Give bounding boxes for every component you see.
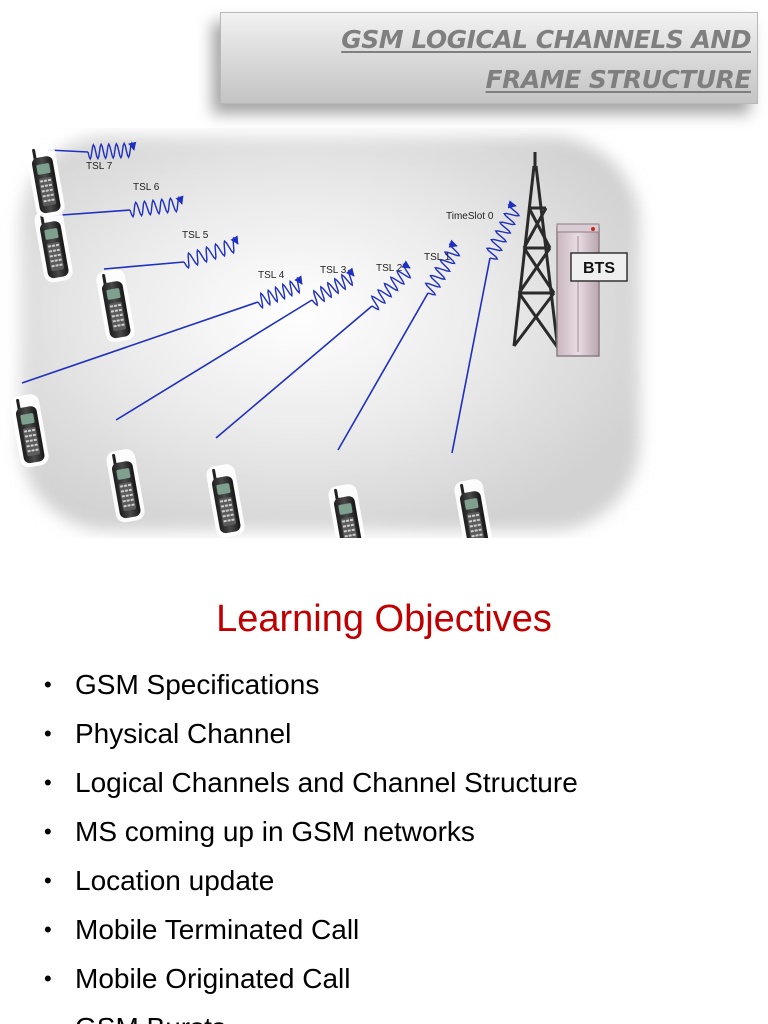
objectives-list: • GSM Specifications • Physical Channel • Log… — [44, 664, 578, 1024]
objective-text: Mobile Terminated Call — [75, 914, 360, 945]
timeslot-label: TSL 3 — [320, 265, 347, 276]
objective-item: • MS coming up in GSM networks — [44, 811, 578, 860]
objective-text: MS coming up in GSM networks — [75, 816, 475, 847]
bullet-icon: • — [44, 917, 52, 942]
objective-text: Logical Channels and Channel Structure — [75, 767, 578, 798]
objective-text: Location update — [75, 865, 275, 896]
signal-wave — [424, 239, 461, 296]
bullet-icon: • — [44, 819, 52, 844]
objective-item: • Mobile Terminated Call — [44, 909, 578, 958]
mobile-phone-icon — [10, 394, 49, 468]
title-banner: GSM LOGICAL CHANNELS AND FRAME STRUCTURE — [220, 12, 758, 104]
mobile-phone-icon — [206, 464, 245, 538]
signal-wave — [183, 235, 239, 270]
mobile-phone-icon — [328, 484, 367, 538]
signal-line — [337, 292, 429, 451]
bullet-icon: • — [44, 721, 52, 746]
signal-line — [215, 305, 373, 439]
mobile-phone-icon — [454, 479, 493, 538]
signal-line — [21, 301, 259, 384]
mobile-phone-icon — [96, 269, 135, 343]
objective-item: • Physical Channel — [44, 713, 578, 762]
section-heading: Learning Objectives — [216, 598, 552, 640]
bts-label-box: BTS — [570, 252, 628, 282]
mobile-stations — [10, 144, 493, 538]
objective-text: GSM Bursts — [75, 1012, 226, 1024]
title-line-2: FRAME STRUCTURE — [485, 65, 752, 94]
timeslot-label: TSL 6 — [133, 182, 160, 193]
objective-item: • Logical Channels and Channel Structure — [44, 762, 578, 811]
bullet-icon: • — [44, 868, 52, 893]
objective-item: • Mobile Originated Call — [44, 958, 578, 1007]
signal-line — [451, 257, 491, 454]
timeslot-label: TSL 5 — [182, 230, 209, 241]
timeslot-label: TSL 2 — [376, 263, 403, 274]
objective-text: Physical Channel — [75, 718, 292, 749]
bullet-icon: • — [44, 672, 52, 697]
timeslot-label: TimeSlot 0 — [446, 211, 494, 222]
signal-wave — [311, 267, 355, 307]
objective-text: Mobile Originated Call — [75, 963, 351, 994]
signal-wave — [87, 141, 137, 161]
signal-line — [115, 299, 313, 421]
objective-item: • GSM Specifications — [44, 664, 578, 713]
signal-wave — [370, 260, 412, 311]
bts-label: BTS — [583, 260, 615, 277]
bullet-icon: • — [44, 966, 52, 991]
objective-text: GSM Specifications — [75, 669, 320, 700]
tower-icon — [512, 152, 560, 351]
mobile-phone-icon — [26, 144, 65, 218]
bullet-icon: • — [44, 1007, 52, 1024]
bullet-icon: • — [44, 770, 52, 795]
diagram-background — [20, 136, 640, 531]
title-line-1: GSM LOGICAL CHANNELS AND — [341, 25, 751, 54]
signal-wave — [485, 200, 521, 260]
signal-line — [103, 261, 185, 270]
timeslot-label: TSL 7 — [86, 161, 113, 172]
objective-item: • Location update — [44, 860, 578, 909]
bts-cabinet — [556, 223, 600, 357]
timeslot-labels: TimeSlot 0 TSL 1 TSL 2 TSL 3 TSL 4 TSL 5 TSL 6… — [86, 161, 494, 281]
signal-wave — [129, 195, 184, 219]
timeslot-label: TSL 4 — [258, 270, 285, 281]
mobile-phone-icon — [34, 209, 73, 283]
objective-item: • GSM Bursts — [44, 1007, 578, 1024]
signal-wave — [257, 275, 303, 310]
mobile-phone-icon — [106, 449, 145, 523]
timeslot-label: TSL 1 — [424, 252, 451, 263]
